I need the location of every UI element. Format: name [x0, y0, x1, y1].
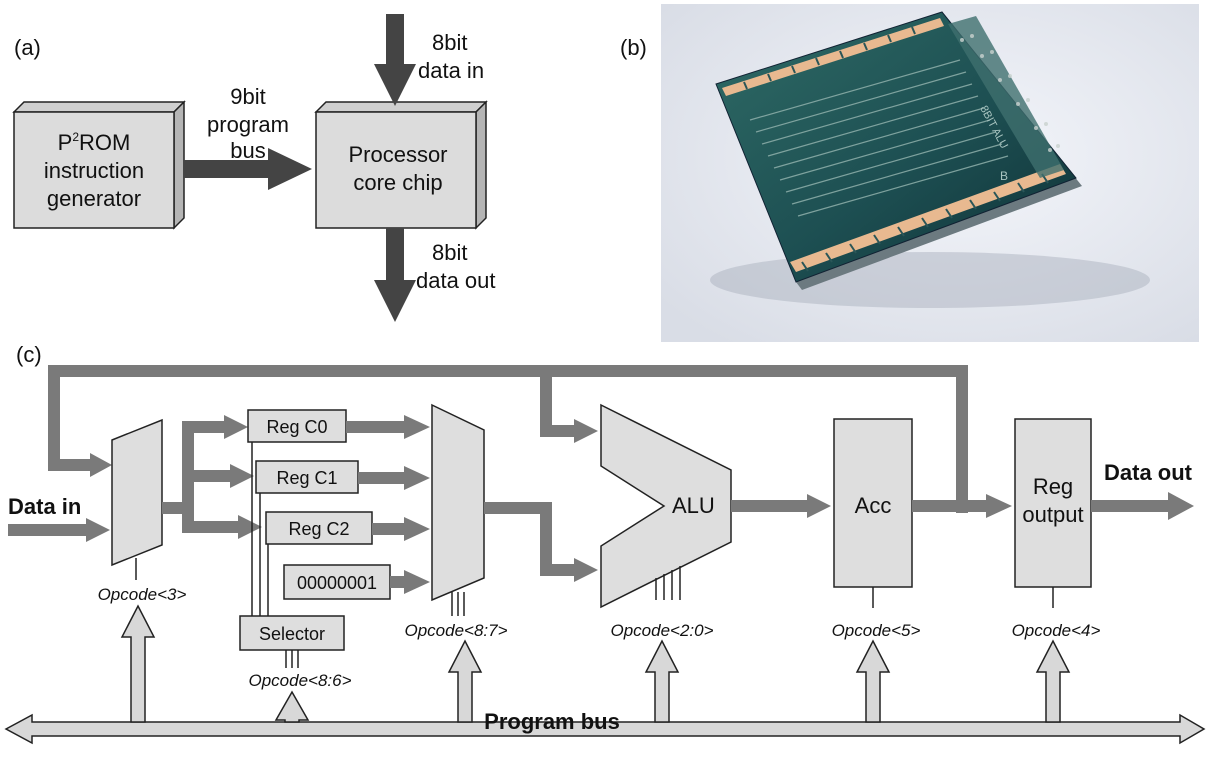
acc-to-regout: [912, 494, 1012, 518]
mux-2: [431, 403, 485, 602]
program-bus-arrow: [184, 148, 312, 190]
tap-selector: [274, 690, 310, 723]
selector-lines: [251, 442, 299, 668]
reg-to-mux2: [346, 415, 430, 594]
reg-c0-label: Reg C0: [266, 417, 327, 437]
bus-taps: [120, 604, 1071, 723]
chip-photo: 8BIT ALU B: [661, 4, 1199, 342]
data-out-label: Data out: [1104, 460, 1193, 485]
in-label-1: 8bit: [432, 30, 467, 55]
chip-pads-bottom: [790, 164, 1066, 272]
selector-label: Selector: [259, 624, 325, 644]
in-label-2: data in: [418, 58, 484, 83]
data-out-arrow: [374, 228, 416, 322]
op-alu-label: Opcode<2:0>: [610, 621, 713, 640]
mux2-to-alu: [484, 502, 598, 582]
tap-mux2: [447, 639, 483, 723]
selector-box: [239, 615, 345, 651]
data-in-arrow: [374, 14, 416, 106]
chip-text-b: B: [1000, 169, 1008, 183]
rom-line1: P2ROM: [58, 130, 131, 155]
panel-b: (b): [620, 4, 1199, 342]
panel-a-label: (a): [14, 35, 41, 60]
rom-line3: generator: [47, 186, 141, 211]
acc-label: Acc: [855, 493, 892, 518]
rom-line2: instruction: [44, 158, 144, 183]
reg-c2-label: Reg C2: [288, 519, 349, 539]
reg-c1: [255, 460, 359, 494]
rom-block: [12, 100, 186, 230]
bus-label-2: program: [207, 112, 289, 137]
panel-c: (c) Data in Opcode<3>: [4, 342, 1206, 745]
tap-acc: [855, 639, 891, 723]
reg-fanout: [162, 415, 262, 539]
reg-c1-label: Reg C1: [276, 468, 337, 488]
program-bus-label: Program bus: [484, 709, 620, 734]
panel-b-label: (b): [620, 35, 647, 60]
core-line2: core chip: [353, 170, 442, 195]
reg-output-box: [1014, 418, 1092, 588]
panel-a: (a) P2ROM instruction generator 9bit pro…: [12, 14, 496, 322]
tap-reg: [1035, 639, 1071, 723]
tap-alu: [644, 639, 680, 723]
const-label: 00000001: [297, 573, 377, 593]
op-sel-label: Opcode<8:6>: [248, 671, 351, 690]
op-reg-label: Opcode<4>: [1012, 621, 1101, 640]
bus-label-3: bus: [230, 138, 265, 163]
alu: [600, 403, 732, 609]
core-line1: Processor: [348, 142, 447, 167]
tap-mux1: [120, 604, 156, 723]
data-out-wire: [1091, 492, 1194, 520]
data-in-wire: [8, 518, 110, 542]
reg-out-label-2: output: [1022, 502, 1083, 527]
op-mux1-label: Opcode<3>: [98, 585, 187, 604]
reg-c0: [247, 409, 347, 443]
alu-label: ALU: [672, 493, 715, 518]
out-label-1: 8bit: [432, 240, 467, 265]
reg-out-label-1: Reg: [1033, 474, 1073, 499]
out-label-2: data out: [416, 268, 496, 293]
data-in-label: Data in: [8, 494, 81, 519]
program-bus: [4, 713, 1206, 745]
op-mux2-label: Opcode<8:7>: [404, 621, 507, 640]
feedback-loop: [48, 365, 968, 513]
const-register: [283, 564, 391, 600]
panel-c-label: (c): [16, 342, 42, 367]
op-acc-label: Opcode<5>: [832, 621, 921, 640]
mux-1: [111, 418, 163, 567]
core-block: [314, 100, 488, 230]
bus-label-1: 9bit: [230, 84, 265, 109]
alu-to-acc: [731, 494, 831, 518]
